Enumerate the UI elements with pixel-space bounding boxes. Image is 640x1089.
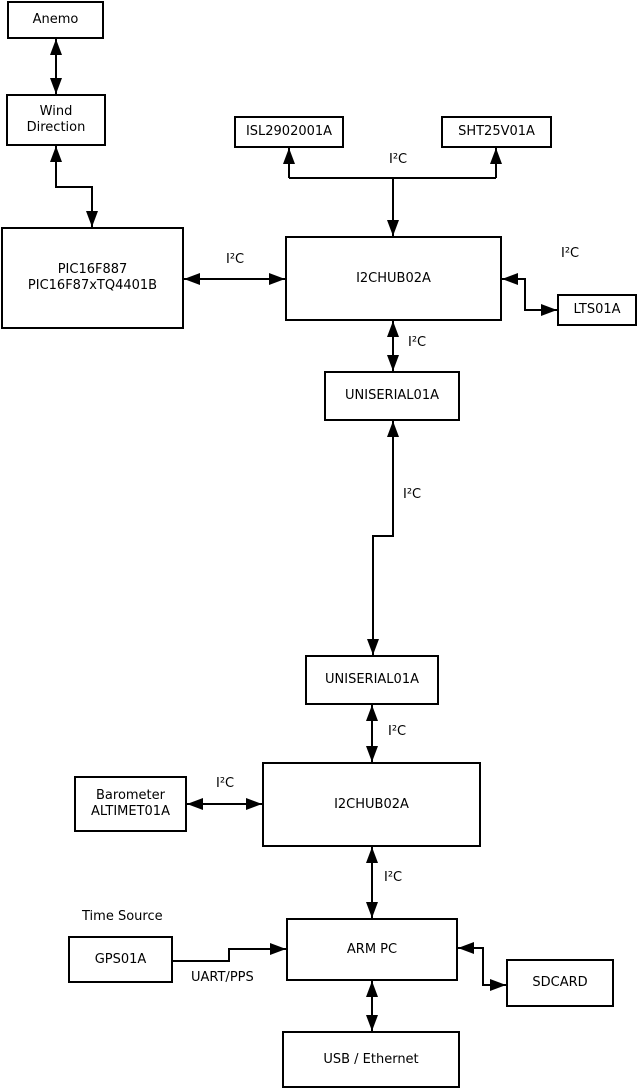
label-time-source: Time Source — [82, 909, 163, 924]
edge-uniserial1-uniserial2 — [367, 421, 399, 655]
node-arm-pc: ARM PC — [286, 918, 458, 981]
node-isl2902001a: ISL2902001A — [234, 116, 344, 148]
node-usb-ethernet: USB / Ethernet — [282, 1031, 460, 1088]
label-i2c-hub2-armpc: I²C — [384, 870, 403, 885]
edge-hub1-lts — [502, 273, 557, 316]
edge-armpc-sdcard — [458, 942, 506, 991]
node-uniserial01a-upper: UNISERIAL01A — [324, 371, 460, 421]
node-barometer-altimet01a: Barometer ALTIMET01A — [74, 776, 187, 832]
node-i2chub02a-bottom: I2CHUB02A — [262, 762, 481, 847]
edge-wind-pic — [50, 146, 98, 227]
node-sht25v01a: SHT25V01A — [441, 116, 552, 148]
label-i2c-hub1-uniserial1: I²C — [408, 335, 427, 350]
label-uart-pps: UART/PPS — [191, 970, 254, 985]
node-uniserial01a-lower: UNISERIAL01A — [305, 655, 439, 705]
node-anemo: Anemo — [7, 1, 104, 39]
node-i2chub02a-top: I2CHUB02A — [285, 236, 502, 321]
node-sdcard: SDCARD — [506, 959, 614, 1007]
label-i2c-pic-hub1: I²C — [226, 252, 245, 267]
edge-gps-armpc — [173, 943, 286, 962]
node-wind-direction: Wind Direction — [6, 94, 106, 146]
node-lts01a: LTS01A — [557, 294, 637, 326]
label-i2c-branch: I²C — [389, 152, 408, 167]
label-i2c-uniserial2-hub2: I²C — [388, 724, 407, 739]
label-i2c-hub1-lts: I²C — [561, 246, 580, 261]
label-i2c-uniserial1-uniserial2: I²C — [403, 487, 422, 502]
node-pic16f887: PIC16F887 PIC16F87xTQ4401B — [1, 227, 184, 329]
label-i2c-barometer-hub2: I²C — [216, 776, 235, 791]
node-gps01a: GPS01A — [68, 936, 173, 983]
